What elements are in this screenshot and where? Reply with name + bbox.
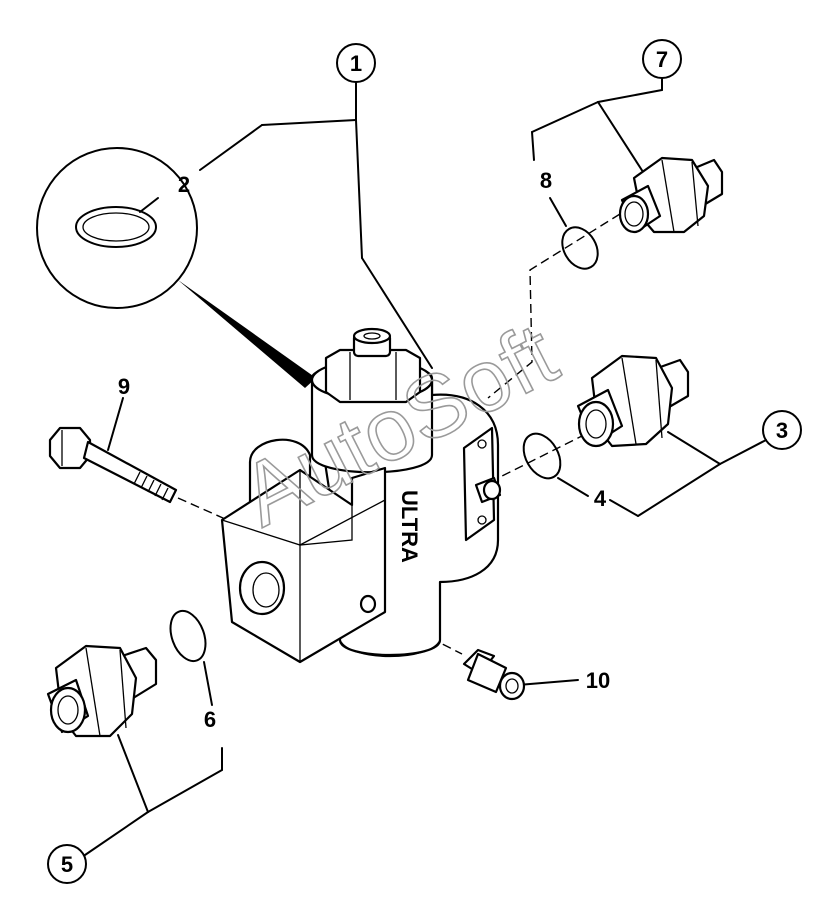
leader-lines: [84, 77, 767, 856]
label-2: 2: [178, 172, 190, 197]
label-4: 4: [594, 486, 607, 511]
o-ring-4: [522, 432, 562, 480]
label-6: 6: [204, 707, 216, 732]
label-9: 9: [118, 374, 130, 399]
fitting-5: [46, 644, 158, 738]
svg-text:3: 3: [776, 418, 788, 443]
callout-3: 3: [762, 410, 802, 450]
top-adjuster-fitting: [324, 327, 422, 404]
svg-text:7: 7: [656, 47, 668, 72]
label-10: 10: [586, 668, 610, 693]
nipple-10: [462, 648, 526, 701]
callout-5: 5: [47, 844, 87, 884]
fitting-3: [576, 354, 690, 448]
valve-body-1: ULTRA: [220, 358, 502, 664]
fitting-7: [618, 156, 724, 234]
label-8: 8: [540, 168, 552, 193]
o-ring-6: [169, 609, 207, 663]
svg-text:1: 1: [350, 51, 362, 76]
magnifier-circle-part-2: [36, 147, 316, 388]
o-ring-8: [561, 226, 599, 270]
svg-text:5: 5: [61, 852, 73, 877]
callout-1: 1: [336, 43, 376, 83]
o-ring-2-large: [75, 206, 157, 248]
body-brand-marking: ULTRA: [397, 490, 422, 563]
bolt-9: [48, 426, 178, 504]
callout-7: 7: [642, 39, 682, 79]
